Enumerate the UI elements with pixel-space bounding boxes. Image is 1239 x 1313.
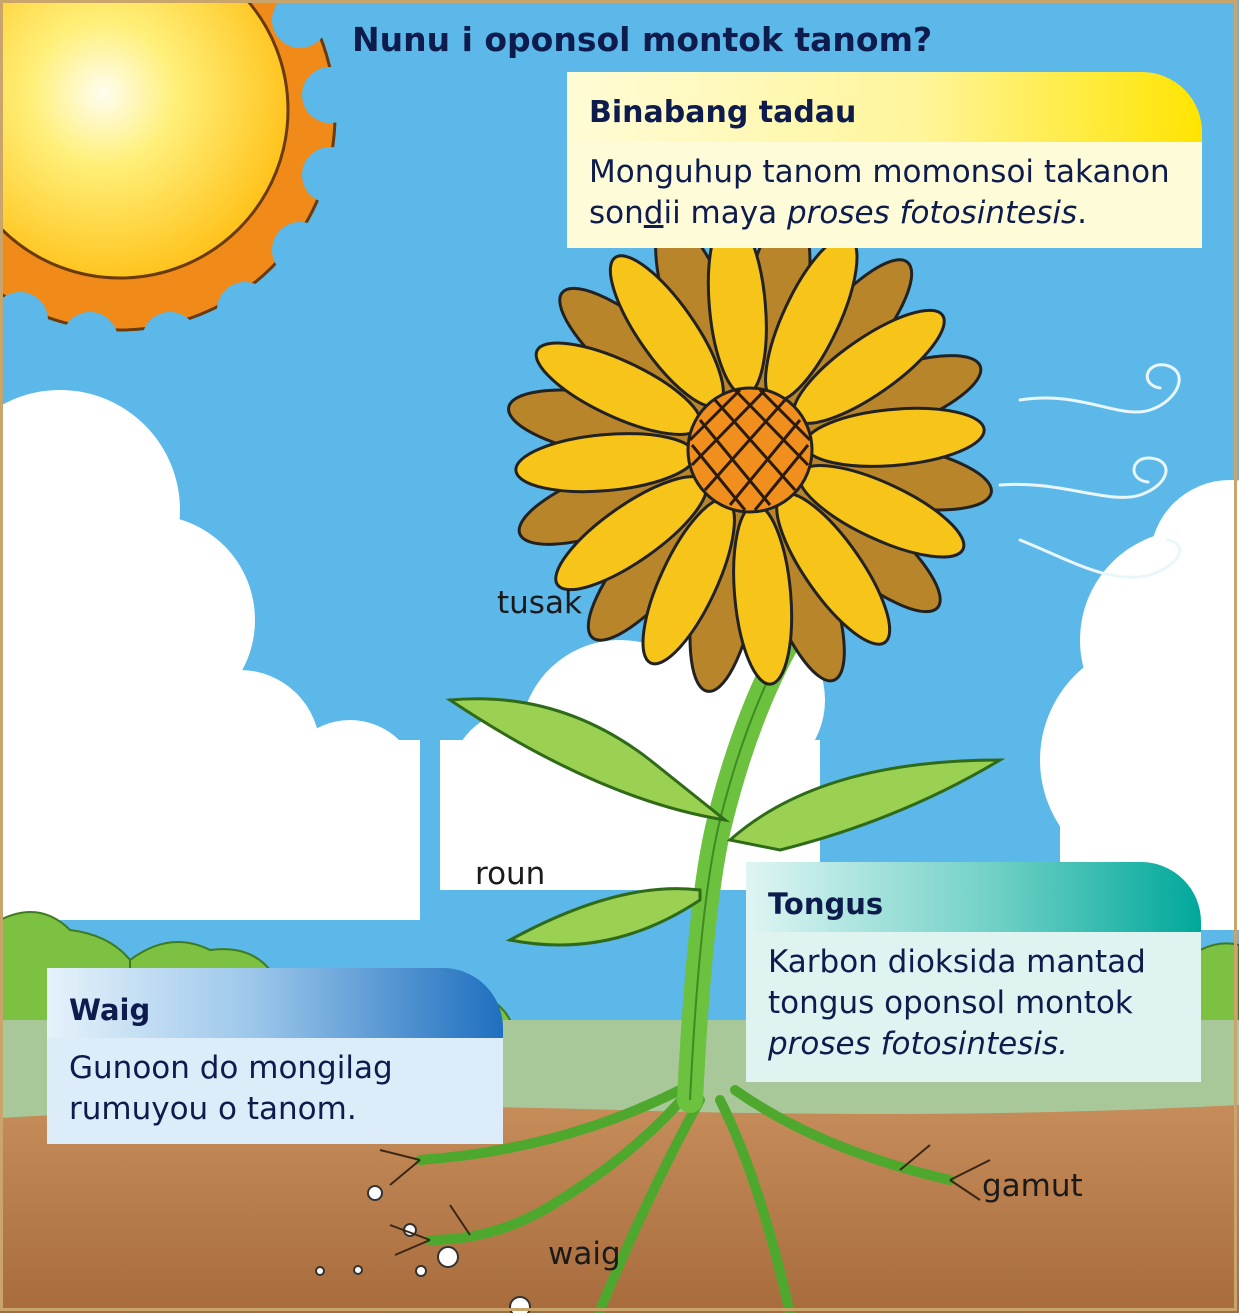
sunlight-line-2-b: ii maya bbox=[663, 195, 786, 231]
water-line-2: rumuyou o tanom. bbox=[69, 1089, 503, 1130]
water-card: Waig Gunoon do mongilag rumuyou o tanom. bbox=[47, 968, 503, 1144]
water-heading: Waig bbox=[47, 968, 503, 1038]
sunlight-heading: Binabang tadau bbox=[567, 72, 1202, 142]
flower-label: tusak bbox=[497, 585, 582, 621]
air-text: Karbon dioksida mantad tongus oponsol mo… bbox=[746, 932, 1201, 1082]
sunlight-line-2-underlined: d bbox=[644, 195, 664, 231]
air-line-3: proses fotosintesis. bbox=[768, 1024, 1201, 1065]
leaf-label: roun bbox=[475, 856, 545, 892]
root-label: gamut bbox=[982, 1168, 1083, 1204]
water-label: waig bbox=[548, 1236, 621, 1272]
sunlight-line-2-italic: proses fotosintesis bbox=[787, 195, 1077, 231]
water-line-1: Gunoon do mongilag bbox=[69, 1048, 503, 1089]
water-text: Gunoon do mongilag rumuyou o tanom. bbox=[47, 1038, 503, 1144]
sunlight-line-1: Monguhup tanom momonsoi takanon bbox=[589, 152, 1202, 193]
air-heading: Tongus bbox=[746, 862, 1201, 932]
air-card: Tongus Karbon dioksida mantad tongus opo… bbox=[746, 862, 1201, 1082]
sunlight-line-2-a: son bbox=[589, 195, 644, 231]
air-line-2: tongus oponsol montok bbox=[768, 983, 1201, 1024]
page-title: Nunu i oponsol montok tanom? bbox=[352, 20, 932, 59]
sunlight-text: Monguhup tanom momonsoi takanon sondii m… bbox=[567, 142, 1202, 248]
sunlight-card: Binabang tadau Monguhup tanom momonsoi t… bbox=[567, 72, 1202, 248]
air-line-1: Karbon dioksida mantad bbox=[768, 942, 1201, 983]
sunlight-line-2-end: . bbox=[1077, 195, 1087, 231]
sunlight-line-2: sondii maya proses fotosintesis. bbox=[589, 193, 1202, 234]
